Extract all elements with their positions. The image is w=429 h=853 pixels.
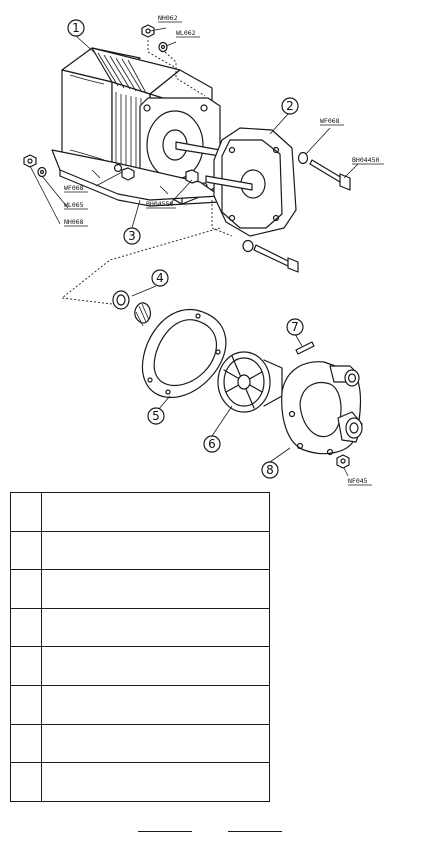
callout-7: 7 xyxy=(286,318,304,336)
svg-text:WF068: WF068 xyxy=(64,184,84,192)
callout-2: 2 xyxy=(281,97,299,115)
nf045-nut xyxy=(336,454,350,469)
code-wf068-left: WF068 xyxy=(64,184,88,193)
svg-text:6: 6 xyxy=(208,437,216,451)
part-description-cell xyxy=(42,532,269,571)
key-pin xyxy=(295,341,315,355)
code-bh04550: BH04550 xyxy=(146,200,176,209)
svg-text:1: 1 xyxy=(72,21,80,35)
code-bh04450: BH04450 xyxy=(352,156,384,165)
svg-text:2: 2 xyxy=(286,99,294,113)
table-row xyxy=(11,647,269,686)
svg-text:WL065: WL065 xyxy=(64,201,84,209)
leader-lines xyxy=(29,27,359,477)
part-number-cell xyxy=(11,647,41,686)
svg-text:8: 8 xyxy=(266,463,274,477)
mounting-base xyxy=(51,149,221,207)
impeller xyxy=(217,351,283,413)
part-number-cell xyxy=(11,609,41,648)
exploded-pump-diagram: 1 2 3 4 5 6 7 8 NH062 WL062 WF068 BH xyxy=(23,14,384,486)
svg-text:BH04550: BH04550 xyxy=(146,200,173,208)
left-fasteners xyxy=(23,154,199,184)
callout-6: 6 xyxy=(203,435,221,453)
part-description-cell xyxy=(42,647,269,686)
code-wl065: WL065 xyxy=(64,201,88,210)
part-number-cell xyxy=(11,532,41,571)
pump-housing xyxy=(281,361,363,456)
part-description-cell xyxy=(42,493,269,532)
assembly-lines xyxy=(60,40,233,305)
svg-text:WF068: WF068 xyxy=(320,117,340,125)
code-nh062: NH062 xyxy=(158,14,182,23)
table-row xyxy=(11,609,269,648)
svg-text:NH068: NH068 xyxy=(64,218,84,226)
part-description-cell xyxy=(42,570,269,609)
svg-text:WL062: WL062 xyxy=(176,29,196,37)
part-description-cell xyxy=(42,725,269,764)
table-row xyxy=(11,763,269,802)
blank-line-left xyxy=(138,831,192,832)
part-description-cell xyxy=(42,763,269,802)
svg-text:4: 4 xyxy=(156,271,164,285)
parts-table xyxy=(10,492,270,802)
shaft-seal xyxy=(112,290,151,327)
callout-1: 1 xyxy=(67,19,85,37)
part-description-cell xyxy=(42,686,269,725)
table-row xyxy=(11,570,269,609)
blank-line-right xyxy=(228,831,282,832)
svg-text:7: 7 xyxy=(291,320,299,334)
code-wl062: WL062 xyxy=(176,29,200,38)
callout-5: 5 xyxy=(147,407,165,425)
code-wf068: WF068 xyxy=(320,117,344,126)
callout-8: 8 xyxy=(261,461,279,479)
upper-bolt xyxy=(297,151,351,191)
part-number-cell xyxy=(11,570,41,609)
svg-text:BH04450: BH04450 xyxy=(352,156,379,164)
top-fasteners xyxy=(141,24,168,53)
callout-3: 3 xyxy=(123,227,141,245)
part-number-cell xyxy=(11,763,41,802)
table-row xyxy=(11,725,269,764)
code-nf045: NF045 xyxy=(348,477,372,486)
part-number-cell xyxy=(11,493,41,532)
svg-text:3: 3 xyxy=(128,229,136,243)
svg-text:NH062: NH062 xyxy=(158,14,178,22)
part-number-cell xyxy=(11,725,41,764)
callout-4: 4 xyxy=(151,269,169,287)
table-row xyxy=(11,686,269,725)
code-nh068: NH068 xyxy=(64,218,88,227)
gasket xyxy=(141,309,227,399)
svg-text:5: 5 xyxy=(152,409,160,423)
adapter-plate xyxy=(205,127,297,237)
lower-bolt xyxy=(242,239,299,273)
part-description-cell xyxy=(42,609,269,648)
svg-text:NF045: NF045 xyxy=(348,477,368,485)
part-number-cell xyxy=(11,686,41,725)
table-row xyxy=(11,532,269,571)
table-row xyxy=(11,493,269,532)
